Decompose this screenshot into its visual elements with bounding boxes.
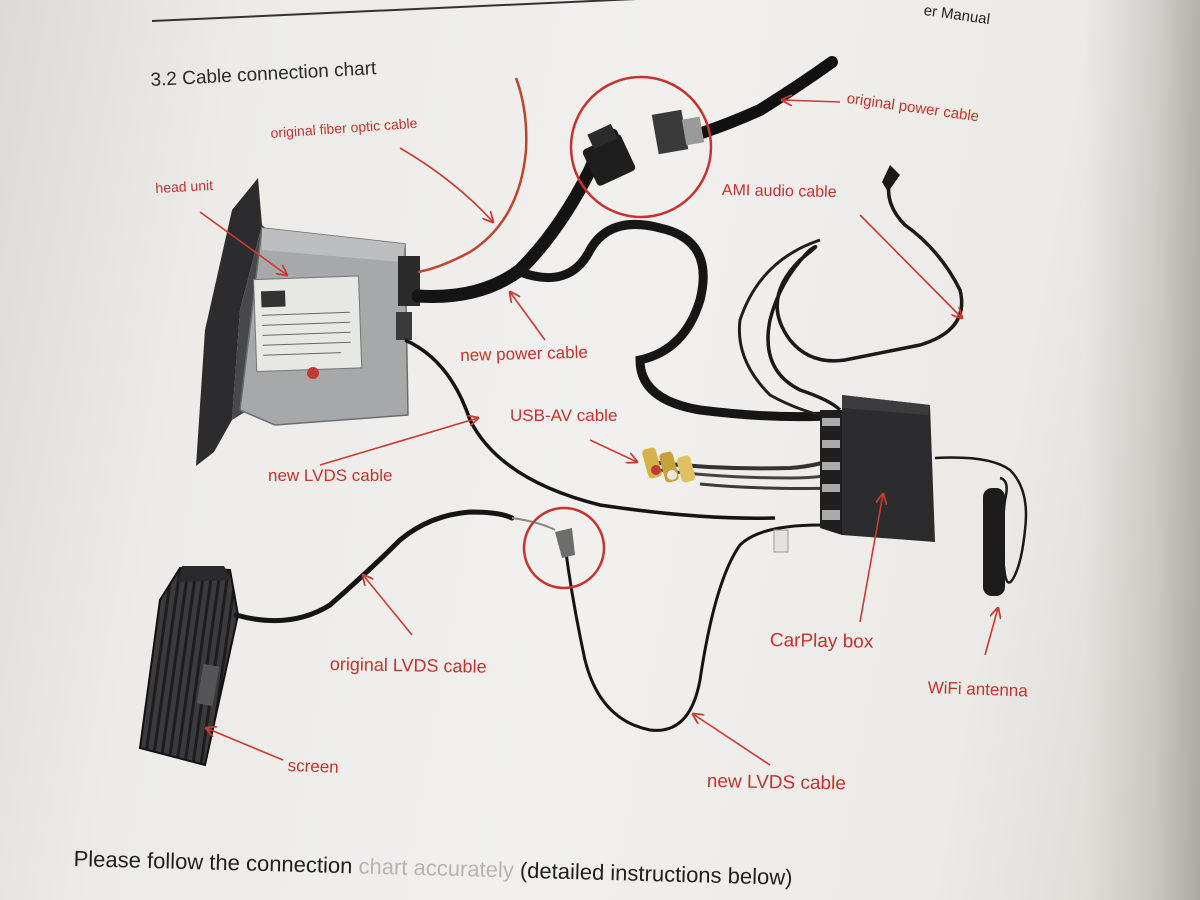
arrow-head-unit	[199, 211, 287, 275]
arrow-carplay	[859, 494, 883, 623]
label-wifi-antenna: WiFi antenna	[927, 678, 1029, 701]
original-lvds-cable	[233, 509, 515, 624]
arrow-new-lvds-upper	[319, 418, 478, 466]
label-new-lvds-cable-lower: new LVDS cable	[706, 771, 847, 795]
book-fold-shadow	[1085, 0, 1200, 900]
head-unit-bezel	[196, 178, 262, 466]
label-screen: screen	[287, 756, 340, 777]
arrow-wifi	[984, 608, 998, 656]
new-power-cable	[411, 128, 619, 303]
ami-audio-cable	[766, 169, 964, 412]
label-new-power-cable: new power cable	[460, 342, 589, 365]
label-ami-audio-cable: AMI audio cable	[721, 182, 837, 201]
original-power-cable	[674, 56, 838, 146]
label-usb-av-cable: USB-AV cable	[510, 406, 618, 425]
power-connector-plug	[582, 123, 636, 186]
arrow-new-lvds-lower	[693, 714, 771, 766]
new-lvds-cable-lower	[563, 523, 821, 732]
arrow-screen	[206, 728, 284, 761]
connector-highlight-circle	[569, 75, 713, 219]
screen-module	[138, 566, 240, 767]
arrow-original-power	[782, 100, 841, 102]
new-lvds-cable-upper	[404, 338, 776, 520]
label-original-lvds-cable: original LVDS cable	[329, 654, 487, 677]
lvds-connector-highlight-circle	[522, 506, 606, 590]
arrow-usb-av	[589, 439, 637, 462]
annotation-arrows	[199, 100, 998, 766]
fiber-optic-cable	[417, 77, 528, 274]
footer-text-faded: chart accurately	[358, 853, 515, 883]
label-head-unit: head unit	[155, 176, 214, 196]
wifi-antenna	[983, 488, 1005, 596]
label-carplay-box: CarPlay box	[769, 630, 874, 653]
usb-av-cable	[642, 447, 846, 490]
original-power-connector	[651, 109, 705, 155]
carplay-box	[820, 395, 935, 542]
arrow-ami	[859, 214, 962, 318]
wifi-antenna-cable	[934, 456, 1028, 584]
label-new-lvds-cable-upper: new LVDS cable	[268, 466, 393, 485]
arrow-new-power	[510, 292, 546, 341]
new-power-cable-loop	[515, 220, 847, 422]
arrow-fiber	[399, 147, 493, 222]
arrow-original-lvds	[363, 575, 413, 636]
head-unit	[196, 178, 420, 466]
